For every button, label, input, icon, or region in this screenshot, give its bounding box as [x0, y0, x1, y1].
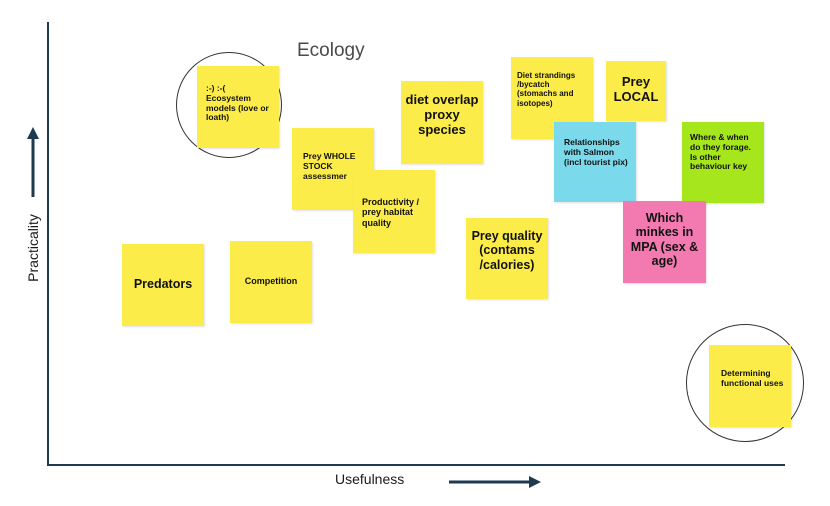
y-axis-arrow-icon — [27, 127, 39, 197]
note-predators: Predators — [122, 244, 204, 326]
note-prey-quality: Prey quality (contams /calories) — [466, 218, 548, 299]
note-which-minkes: Which minkes in MPA (sex & age) — [623, 201, 706, 283]
note-diet-overlap: diet overlap proxy species — [401, 81, 483, 164]
note-prey-local: Prey LOCAL — [606, 61, 666, 121]
note-ecosystem-models: :-) :-( Ecosystem models (love or loath) — [197, 66, 279, 148]
note-competition: Competition — [230, 241, 312, 323]
chart-title: Ecology — [297, 40, 365, 61]
note-determining-functional-uses: Determining functional uses — [709, 345, 791, 427]
highlight-circle-functional-uses — [686, 324, 804, 442]
x-axis-arrow-icon — [449, 476, 541, 488]
x-axis-line — [47, 464, 785, 466]
note-where-when-forage: Where & when do they forage. Is other be… — [682, 122, 764, 203]
highlight-circle-ecosystem — [176, 52, 282, 158]
note-relationships-salmon: Relationships with Salmon (incl tourist … — [554, 122, 636, 202]
x-axis-label: Usefulness — [335, 471, 405, 487]
note-diet-strandings: Diet strandings /bycatch (stomachs and i… — [511, 57, 593, 139]
note-productivity: Productivity / prey habitat quality — [353, 170, 435, 253]
y-axis-label: Practicality — [25, 214, 41, 282]
y-axis-line — [47, 22, 49, 466]
